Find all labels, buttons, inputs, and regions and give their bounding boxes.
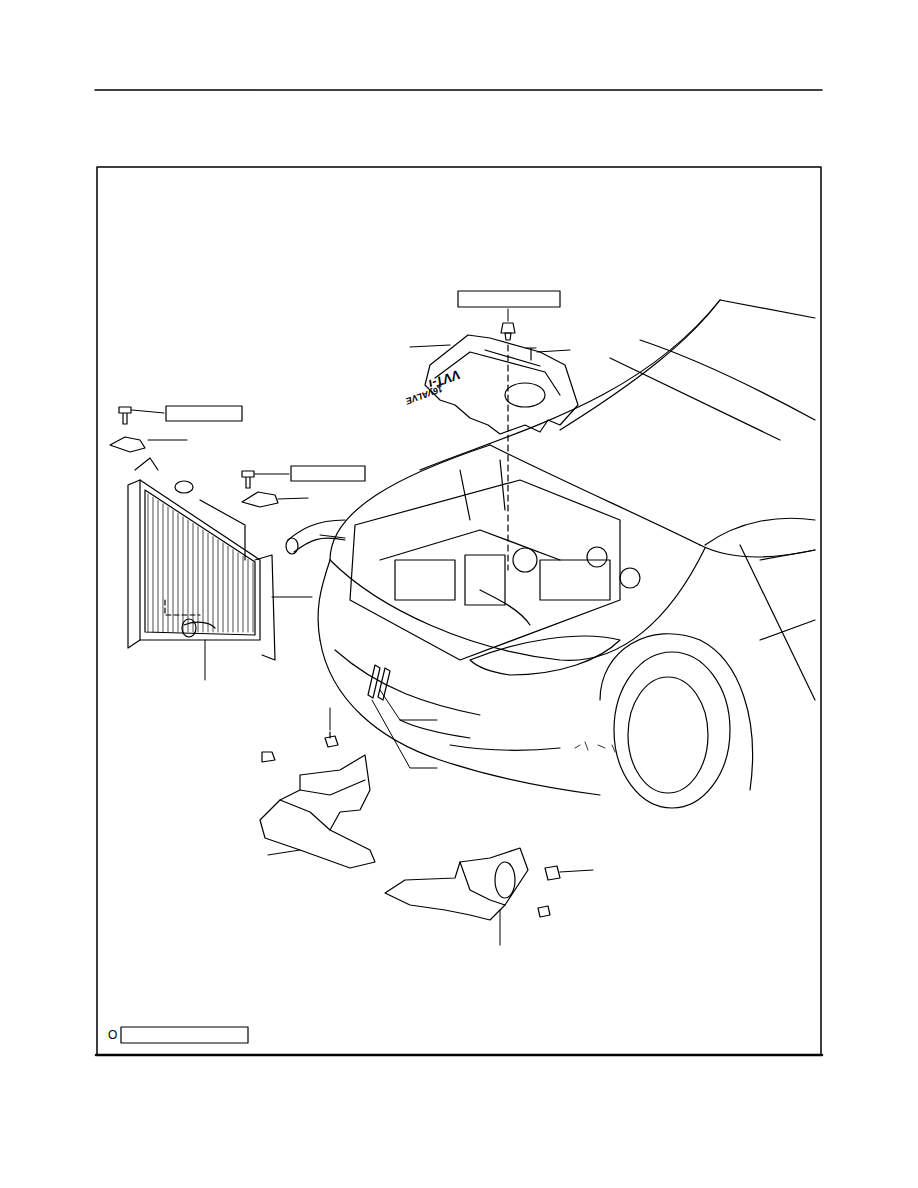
radiator-fin <box>173 510 174 632</box>
radiator-fin <box>188 520 189 632</box>
radiator-fin <box>218 540 219 632</box>
radiator-fin <box>178 514 179 632</box>
fasteners <box>110 323 560 917</box>
engine <box>350 460 640 660</box>
radiator-fin <box>153 497 154 632</box>
frame <box>97 167 821 1055</box>
radiator-fin <box>238 553 239 632</box>
radiator <box>128 458 275 660</box>
engine-cover <box>425 335 578 434</box>
frame-base <box>96 1054 822 1057</box>
label-boxes <box>121 291 560 1043</box>
radiator-fin <box>233 550 234 632</box>
radiator-fin <box>208 533 209 632</box>
radiator-fin <box>203 530 204 632</box>
center-line <box>507 345 508 570</box>
under-covers <box>260 755 528 920</box>
radiator-fin <box>248 559 249 632</box>
radiator-fin <box>213 537 214 632</box>
engine-cover-emblem: 16VALVE <box>404 384 444 406</box>
hoses <box>182 520 390 700</box>
radiator-fin <box>168 507 169 632</box>
header-rule <box>95 89 822 91</box>
radiator-fin <box>253 563 254 632</box>
bumper-edge <box>575 742 615 752</box>
legend-symbol: O <box>108 1029 117 1041</box>
radiator-fin <box>158 501 159 632</box>
radiator-fin <box>223 543 224 632</box>
radiator-fin <box>228 546 229 632</box>
leader-lines <box>132 309 593 945</box>
radiator-fin <box>148 494 149 632</box>
car-outline <box>318 300 815 808</box>
radiator-fin <box>243 556 244 632</box>
radiator-fin <box>163 504 164 632</box>
radiator-fin <box>183 517 184 632</box>
radiator-fins <box>148 494 253 632</box>
radiator-fin <box>198 527 199 632</box>
radiator-fin <box>193 523 194 632</box>
